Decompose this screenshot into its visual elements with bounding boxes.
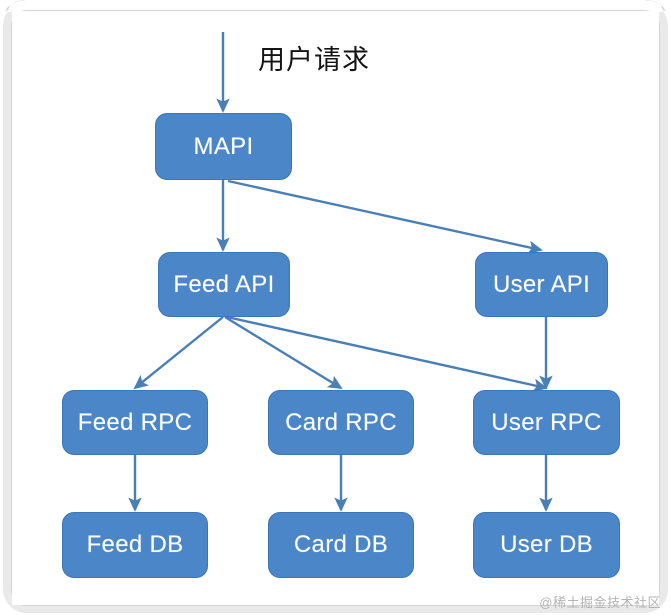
node-label: Feed RPC [77,408,193,436]
node-label: User RPC [491,408,602,436]
node-user-db[interactable]: User DB [473,512,620,578]
node-user-rpc[interactable]: User RPC [473,390,620,455]
node-feed-rpc[interactable]: Feed RPC [62,390,208,455]
node-card-rpc[interactable]: Card RPC [268,390,414,455]
page-title: 用户请求 [258,45,370,75]
node-label: Feed API [173,270,275,298]
node-user-api[interactable]: User API [475,252,608,317]
node-label: Card DB [293,531,389,558]
node-label: Card RPC [285,408,397,436]
node-feed-api[interactable]: Feed API [158,252,290,317]
node-label: Feed DB [86,531,184,558]
node-label: User DB [500,531,593,558]
node-card-db[interactable]: Card DB [268,512,414,578]
node-mapi[interactable]: MAPI [155,113,292,180]
watermark-label: @稀土掘金技术社区 [539,595,661,610]
node-label: MAPI [193,132,254,160]
node-feed-db[interactable]: Feed DB [62,512,208,578]
node-label: User API [492,270,591,298]
